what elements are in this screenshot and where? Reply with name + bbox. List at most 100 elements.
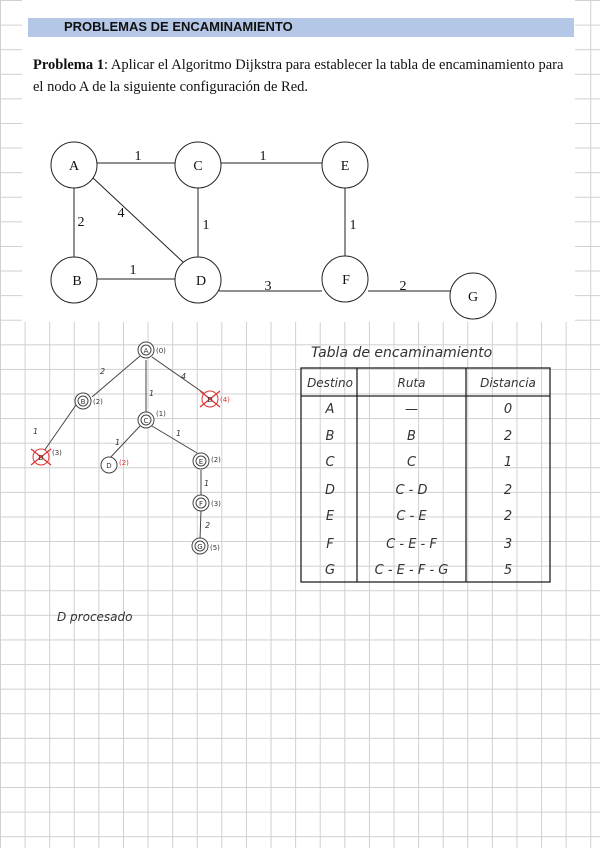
tree-node-dist: (4) [220,396,230,404]
problem-label: Problema 1 [33,57,105,73]
dijkstra-tree-labels: A B C D D D E F G [38,347,212,551]
tree-edge-weight: 1 [176,429,181,438]
table-cell: C - D [395,483,428,498]
node-label: B [72,274,81,289]
dijkstra-tree-nodes [32,341,219,555]
tree-node-b-ring [77,395,89,407]
document-sheet [22,0,575,322]
tree-edge-weight: 2 [100,367,105,376]
edge-weight: 4 [118,206,125,221]
dijkstra-tree [43,355,206,541]
tree-node-c-ring [140,414,152,426]
tree-node-b [74,392,92,410]
table-cell: C [406,455,417,470]
tree-edge [151,425,198,454]
node-e-circle [321,141,369,189]
tree-node-label: C [144,417,149,425]
table-cell: B [325,429,335,444]
table-cell: 2 [503,483,513,498]
table-cell: B [407,429,416,444]
tree-edge-weight: 1 [33,427,38,436]
table-header-destino: Destino [307,376,353,390]
edge-weight: 1 [203,218,210,233]
tree-node-label: D [106,462,111,470]
tree-node-f-ring [195,497,207,509]
dijkstra-tree-distances: (0) (2) (1) (4) (3) (2) (2) (3) (5) [52,347,230,552]
table-cell: 3 [503,537,513,552]
node-label: G [468,290,478,305]
tree-edge [107,425,141,461]
tree-edge-weight: 1 [149,389,154,398]
tree-node-dist: (2) [93,398,103,406]
table-cell: G [324,563,336,578]
tree-node-c [137,411,155,429]
tree-edge-weight: 2 [205,521,210,530]
problem-statement: Problema 1: Aplicar el Algoritmo Dijkstr… [33,54,573,98]
node-g-circle [449,272,497,320]
network-diagram [73,162,450,292]
cross-mark [30,448,52,466]
tree-node-a-ring [140,344,152,356]
tree-edge-weight: 1 [204,479,209,488]
tree-edge [91,355,141,398]
network-node-labels: A C E B D F G [69,159,478,305]
node-label: E [341,159,350,174]
section-title: PROBLEMAS DE ENCAMINAMIENTO [64,19,293,34]
edge-weight: 3 [265,279,272,294]
table-title: Tabla de encaminamiento [311,345,493,361]
tree-node-label: E [199,458,203,466]
dijkstra-tree-weights: 2 1 4 1 1 1 1 2 [33,367,210,530]
table-cell: 0 [503,402,513,417]
table-cell: C [325,455,335,470]
table-cell: 2 [503,509,513,524]
problem-text: : Aplicar el Algoritmo Dijkstra para est… [33,57,564,95]
tree-edge-weight: 1 [115,438,120,447]
node-f-circle [321,255,369,303]
edge-weight: 1 [130,263,137,278]
table-cell: 2 [503,429,513,444]
edge-weight: 1 [135,149,142,164]
node-b-circle [50,256,98,304]
table-cell: C - E - F [386,537,437,552]
node-label: D [196,274,206,289]
node-a-circle [50,141,98,189]
table-cell: 5 [503,563,513,578]
edge-weight: 2 [78,215,85,230]
table-cell: E [325,509,335,524]
table-cell: C - E [396,509,427,524]
tree-node-dist: (3) [211,500,221,508]
tree-node-label: D [207,396,212,404]
tree-node-dist: (1) [156,410,166,418]
tree-node-label: G [197,543,202,551]
tree-node-dist: (5) [210,544,220,552]
section-header: PROBLEMAS DE ENCAMINAMIENTO [28,18,574,37]
edge-weight: 1 [350,218,357,233]
table-header-ruta: Ruta [397,376,426,390]
node-d-circle [174,256,222,304]
table-header-distancia: Distancia [480,376,536,390]
tree-node-f [192,494,210,512]
tree-node-label: F [199,500,203,508]
network-nodes [50,141,497,320]
network-edge-weights: 1 1 2 4 1 1 1 3 2 [78,149,407,294]
edge-weight: 2 [400,279,407,294]
tree-node-d-c [100,456,118,474]
tree-node-label: D [38,454,43,462]
node-label: C [193,159,202,174]
table-cell: D [324,483,335,498]
tree-node-label: A [144,347,149,355]
discard-marks [30,390,221,466]
node-label: A [69,159,80,174]
node-label: F [342,273,350,288]
processed-note: D procesado [57,610,133,624]
tree-edge-weight: 4 [181,372,186,381]
table-cell: 1 [503,455,513,470]
tree-edge [43,404,77,452]
routing-table-grid [300,367,551,583]
node-c-circle [174,141,222,189]
table-cell: A [325,402,335,417]
edge-weight: 1 [260,149,267,164]
table-cell: F [326,537,334,552]
tree-node-dist: (3) [52,449,62,457]
